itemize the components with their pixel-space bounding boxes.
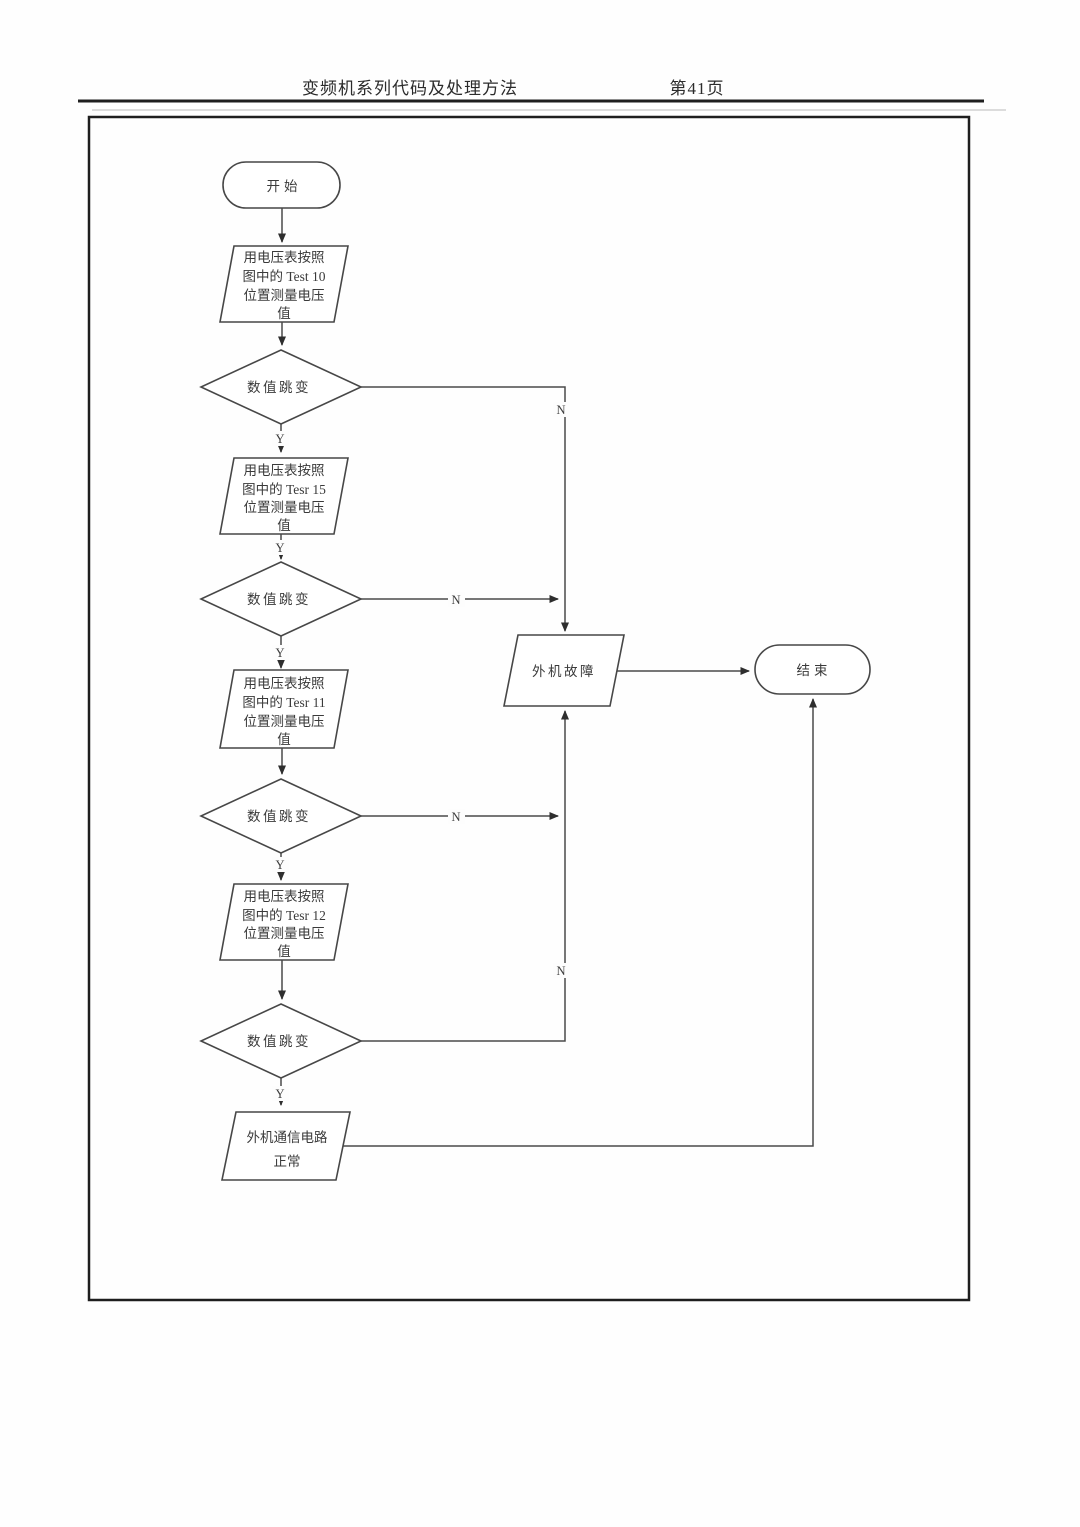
- step2-line3: 位置测量电压: [244, 500, 325, 515]
- decision2-label: 数值跳变: [247, 592, 311, 607]
- label-gap: [553, 963, 570, 978]
- step1-line2: 图中的 Test 10: [242, 269, 325, 284]
- label-decision4-yes: Y: [275, 1087, 284, 1101]
- fault-node: 外机故障: [503, 634, 625, 707]
- label-gap: [553, 402, 570, 417]
- label-decision2-no: N: [451, 593, 460, 607]
- step1-line1: 用电压表按照: [244, 250, 325, 265]
- decision4-node: 数值跳变: [199, 1003, 363, 1079]
- process-step2: 用电压表按照 图中的 Tesr 15 位置测量电压 值: [219, 457, 349, 535]
- connector-result-to-end: [343, 698, 817, 1147]
- label-decision4-no: N: [556, 964, 565, 978]
- fault-label: 外机故障: [532, 664, 596, 679]
- process-step4: 用电压表按照 图中的 Tesr 12 位置测量电压 值: [219, 883, 349, 961]
- decision1-node: 数值跳变: [199, 349, 363, 425]
- start-node: 开始: [222, 161, 341, 209]
- page-number: 第41页: [670, 79, 725, 98]
- label-gap: [448, 592, 465, 607]
- connector-decision4-no: [361, 710, 569, 1042]
- step3-line2: 图中的 Tesr 11: [242, 695, 325, 710]
- step3-line3: 位置测量电压: [244, 714, 325, 729]
- label-gap: [272, 431, 289, 446]
- decision3-label: 数值跳变: [247, 809, 311, 824]
- label-gap: [272, 1086, 289, 1101]
- step4-line3: 位置测量电压: [244, 926, 325, 941]
- label-decision3-no: N: [451, 810, 460, 824]
- step3-line4: 值: [277, 732, 291, 747]
- label-step2-exit: Y: [275, 541, 284, 555]
- decision3-node: 数值跳变: [199, 778, 363, 854]
- label-decision3-yes: Y: [275, 858, 284, 872]
- decision1-label: 数值跳变: [247, 380, 311, 395]
- page-header-title: 变频机系列代码及处理方法: [302, 79, 518, 98]
- result-line2: 正常: [274, 1154, 301, 1169]
- label-decision1-yes: Y: [275, 432, 284, 446]
- process-step1: 用电压表按照 图中的 Test 10 位置测量电压 值: [219, 245, 349, 323]
- end-node: 结束: [754, 644, 871, 695]
- step2-line4: 值: [277, 518, 291, 533]
- decision4-label: 数值跳变: [247, 1034, 311, 1049]
- label-gap: [272, 857, 289, 872]
- step2-line2: 图中的 Tesr 15: [242, 482, 326, 497]
- result-line1: 外机通信电路: [247, 1130, 328, 1145]
- label-gap: [272, 645, 289, 660]
- result-node: 外机通信电路 正常: [221, 1111, 351, 1181]
- content-border: [87, 115, 971, 1302]
- step4-line4: 值: [277, 944, 291, 959]
- step2-line1: 用电压表按照: [244, 463, 325, 478]
- label-gap: [272, 540, 289, 555]
- step1-line4: 值: [277, 306, 291, 321]
- step4-line2: 图中的 Tesr 12: [242, 908, 326, 923]
- label-decision1-no: N: [556, 403, 565, 417]
- label-gap: [448, 809, 465, 824]
- connector-decision1-no: [361, 386, 569, 632]
- step3-line1: 用电压表按照: [244, 676, 325, 691]
- label-decision2-yes: Y: [275, 646, 284, 660]
- step1-line3: 位置测量电压: [244, 288, 325, 303]
- decision2-node: 数值跳变: [199, 561, 363, 637]
- start-label: 开始: [267, 179, 302, 194]
- step4-line1: 用电压表按照: [244, 889, 325, 904]
- process-step3: 用电压表按照 图中的 Tesr 11 位置测量电压 值: [219, 669, 349, 749]
- end-label: 结束: [797, 663, 832, 678]
